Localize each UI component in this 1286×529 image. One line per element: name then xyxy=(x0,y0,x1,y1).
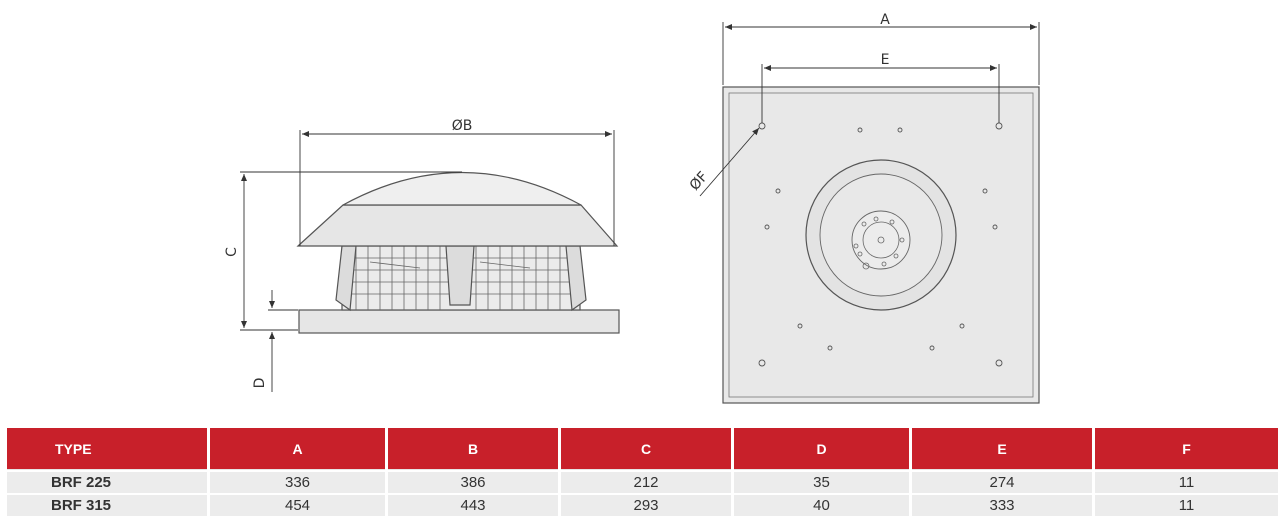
cell-b: 443 xyxy=(388,495,558,516)
cell-f: 11 xyxy=(1095,472,1278,493)
header-b: B xyxy=(388,428,558,470)
cell-a: 454 xyxy=(210,495,385,516)
side-view: ØB C D xyxy=(224,118,620,392)
center-support xyxy=(445,245,475,306)
header-c: C xyxy=(561,428,731,470)
cell-c: 293 xyxy=(561,495,731,516)
cell-b: 386 xyxy=(388,472,558,493)
hood-rim xyxy=(296,204,619,247)
table-header-row: TYPE A B C D E F xyxy=(7,428,1278,470)
top-view: A E ØF xyxy=(687,12,1040,404)
cell-type: BRF 315 xyxy=(7,495,207,516)
cell-a: 336 xyxy=(210,472,385,493)
cell-e: 333 xyxy=(912,495,1092,516)
header-type: TYPE xyxy=(7,428,207,470)
header-e: E xyxy=(912,428,1092,470)
technical-drawing: ØB C D xyxy=(224,12,1040,404)
dimension-line-f xyxy=(699,127,760,197)
base-plate xyxy=(298,309,620,334)
cell-d: 35 xyxy=(734,472,909,493)
cell-c: 212 xyxy=(561,472,731,493)
header-f: F xyxy=(1095,428,1278,470)
dimension-label-c: C xyxy=(224,247,240,257)
dimension-label-a: A xyxy=(880,12,890,28)
motor-hub xyxy=(851,210,911,270)
header-a: A xyxy=(210,428,385,470)
dimension-label-e: E xyxy=(881,52,890,68)
table-row: BRF 225 336 386 212 35 274 11 xyxy=(7,472,1278,493)
header-d: D xyxy=(734,428,909,470)
hub-bolts xyxy=(853,216,905,270)
table-row: BRF 315 454 443 293 40 333 11 xyxy=(7,495,1278,516)
cell-type: BRF 225 xyxy=(7,472,207,493)
hood-dome xyxy=(342,172,582,206)
cell-e: 274 xyxy=(912,472,1092,493)
dimension-label-b: ØB xyxy=(452,118,473,134)
cell-d: 40 xyxy=(734,495,909,516)
dimension-table: TYPE A B C D E F BRF 225 336 386 212 35 … xyxy=(4,426,1281,518)
dimension-label-f: ØF xyxy=(687,169,712,194)
mounting-holes xyxy=(758,122,1003,367)
cell-f: 11 xyxy=(1095,495,1278,516)
dimension-label-d: D xyxy=(252,378,268,389)
